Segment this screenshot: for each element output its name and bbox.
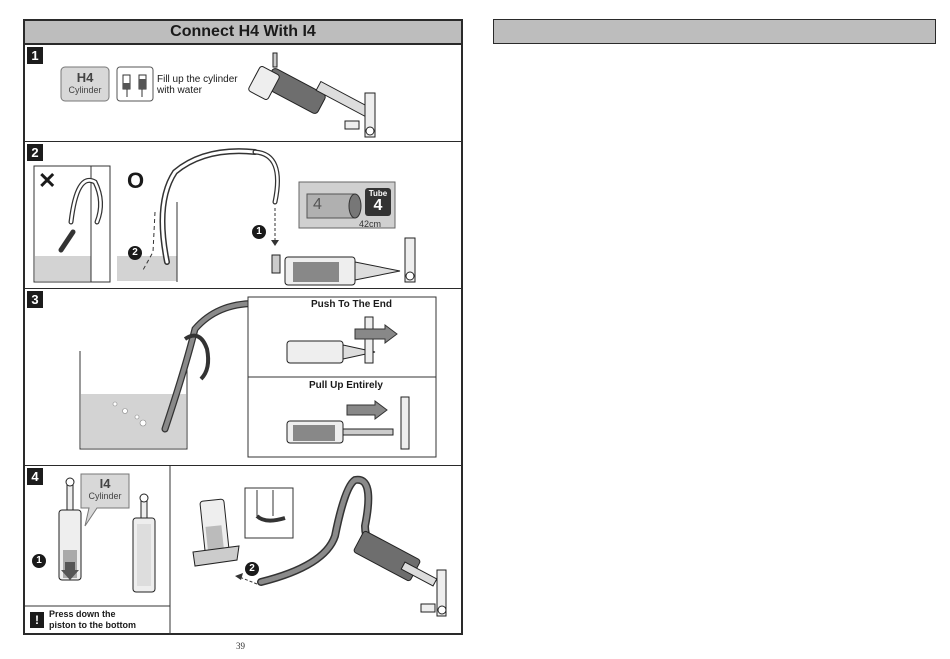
h4-cylinder-drawing	[248, 53, 375, 137]
callout-2: 2	[128, 246, 142, 260]
wrong-mark: ✕	[38, 168, 56, 194]
part-sub-h4: Cylinder	[61, 85, 109, 95]
step-4: 4	[25, 466, 461, 635]
page-title: Connect H4 With I4	[170, 23, 316, 41]
step-1: 1 H4 Cylinder Fill up th	[25, 45, 461, 141]
callout-1: 1	[252, 225, 266, 239]
step-2-illustration	[25, 142, 461, 288]
step-3: 3 Push To T	[25, 289, 461, 465]
instruction-line-1: Fill up the cylinder	[157, 74, 238, 85]
warning-icon: !	[30, 612, 44, 628]
tube-tag-number: 4	[365, 197, 391, 215]
tube-number-small: 4	[313, 196, 322, 214]
page-number: 39	[236, 641, 245, 651]
push-label: Push To The End	[311, 299, 392, 310]
instruction-panel: Connect H4 With I4 1	[23, 19, 463, 635]
callout-1: 1	[32, 554, 46, 568]
instruction-line-2: with water	[157, 85, 202, 96]
tube-length: 42cm	[359, 219, 381, 229]
part-label-i4: I4	[81, 476, 129, 491]
right-mark: O	[127, 168, 144, 194]
part-sub-i4: Cylinder	[81, 491, 129, 501]
part-label-h4: H4	[61, 70, 109, 85]
pull-label: Pull Up Entirely	[309, 380, 383, 391]
warning-line-2: piston to the bottom	[49, 620, 136, 630]
step-2: 2	[25, 142, 461, 288]
callout-2: 2	[245, 562, 259, 576]
step-3-illustration	[25, 289, 461, 465]
title-bar: Connect H4 With I4	[25, 21, 461, 45]
warning-line-1: Press down the	[49, 609, 116, 619]
right-page-header	[493, 19, 936, 44]
